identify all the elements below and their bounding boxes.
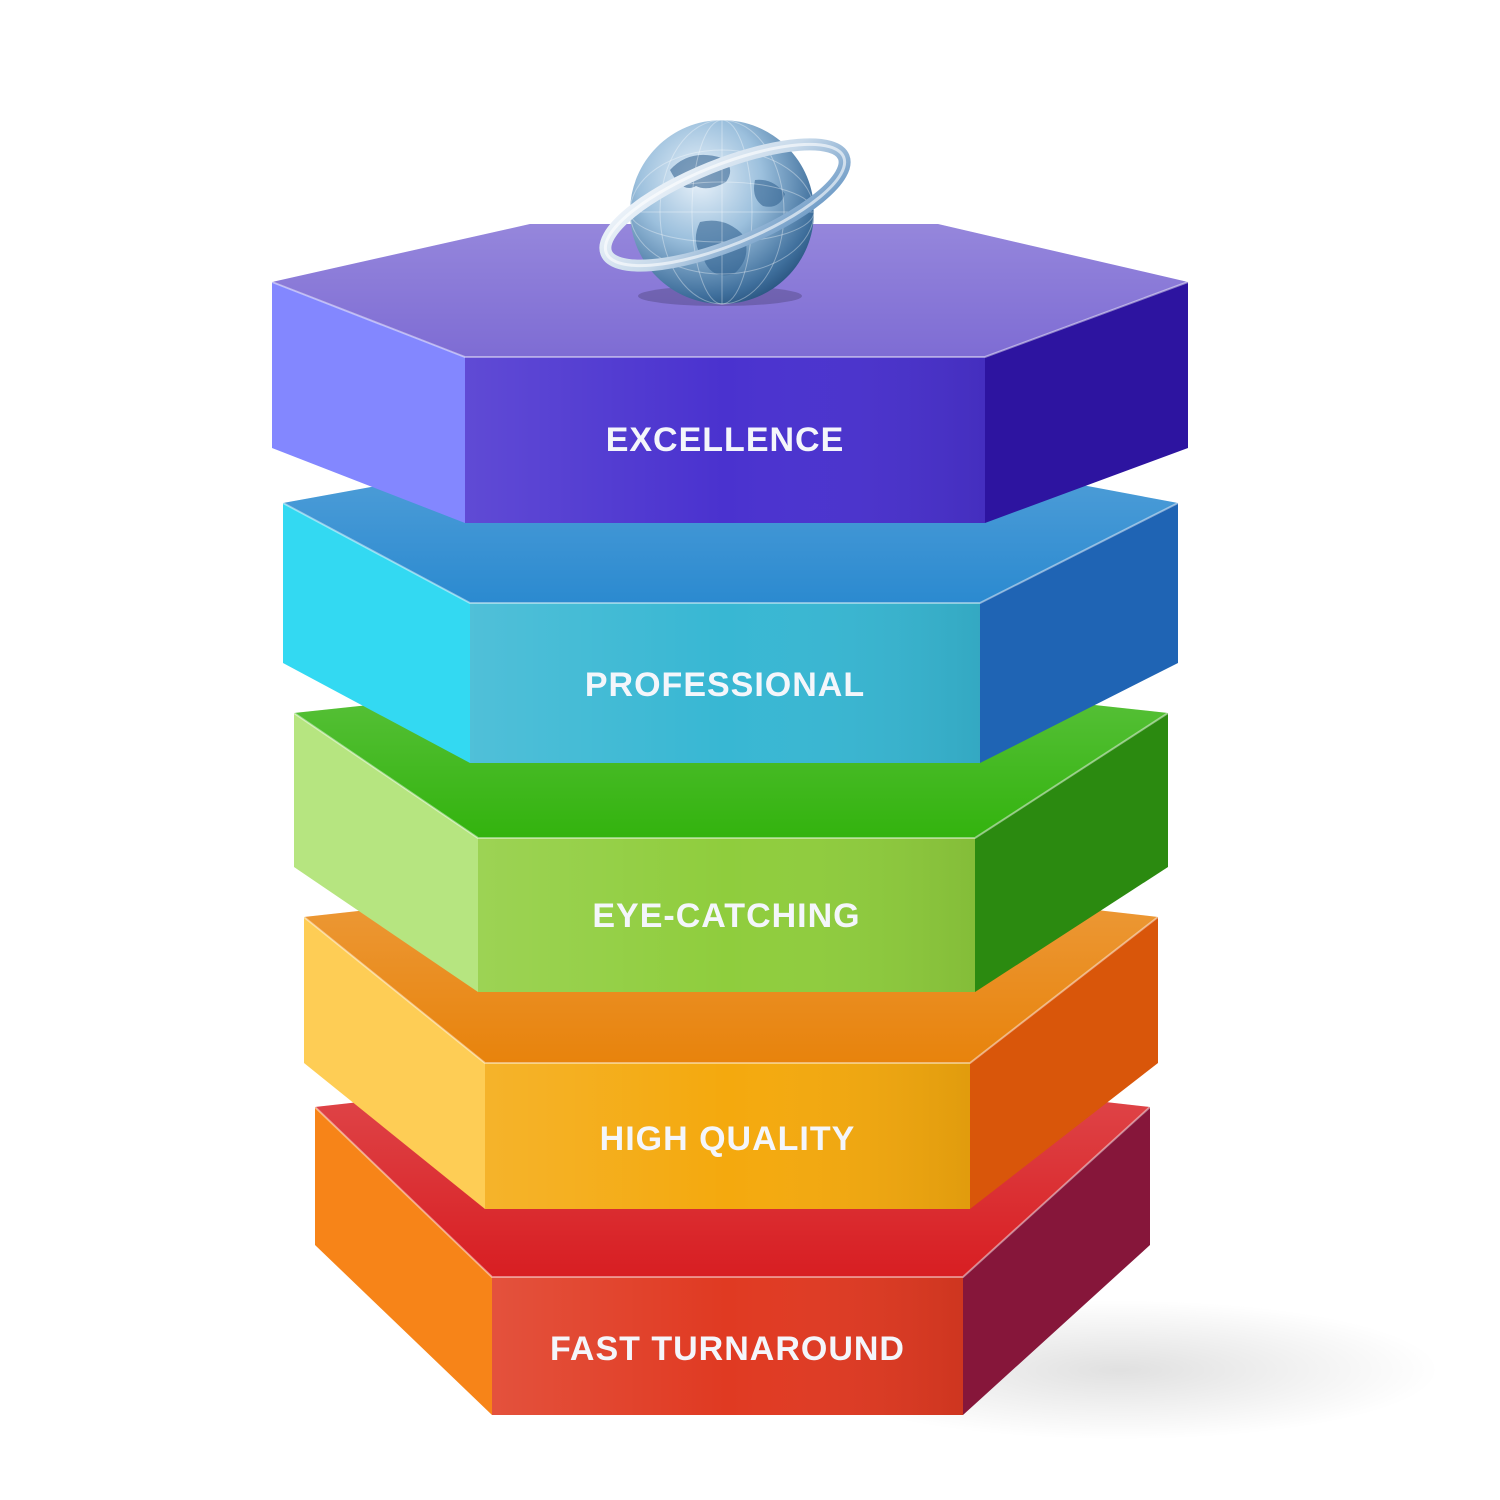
tier-front-sheen	[492, 1277, 963, 1415]
tier-edge-highlight	[303, 916, 1159, 1064]
tier-edge-highlight	[314, 1106, 1151, 1278]
tier-excellence: EXCELLENCE	[271, 224, 1189, 523]
tier-left-face	[304, 917, 485, 1209]
tier-edge-highlight	[271, 281, 1189, 358]
tier-right-face	[980, 503, 1178, 763]
tier-front-sheen	[478, 838, 975, 992]
tier-label: PROFESSIONAL	[585, 666, 865, 704]
globe-icon	[599, 119, 851, 306]
tier-front-sheen	[465, 357, 985, 523]
tier-label: EXCELLENCE	[606, 421, 845, 459]
tier-front-sheen	[485, 1063, 970, 1209]
tier-left-face	[294, 713, 478, 992]
tier-stack: FAST TURNAROUND HIGH QUALITY EYE-CATCHING P…	[271, 224, 1189, 1415]
tier-left-face	[272, 282, 465, 523]
tier-right-face	[985, 282, 1188, 523]
tier-edge-highlight	[293, 712, 1169, 839]
tier-label: FAST TURNAROUND	[550, 1330, 905, 1368]
tier-label: EYE-CATCHING	[592, 897, 860, 935]
tier-left-face	[283, 503, 470, 763]
tier-right-face	[963, 1107, 1150, 1415]
tier-left-face	[315, 1107, 492, 1415]
tier-right-face	[975, 713, 1168, 992]
tier-edge-highlight	[282, 502, 1179, 604]
tier-label: HIGH QUALITY	[600, 1120, 856, 1158]
tier-right-face	[970, 917, 1158, 1209]
tier-front-sheen	[470, 603, 980, 763]
